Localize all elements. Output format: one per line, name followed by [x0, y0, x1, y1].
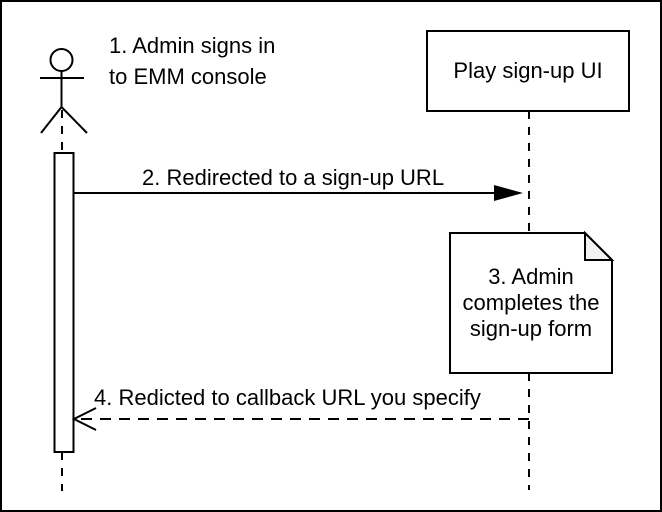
message-arrow-redirect — [73, 185, 523, 201]
actor-annotation: 1. Admin signs in to EMM console — [109, 30, 275, 92]
note-fold-corner — [584, 230, 615, 261]
note-label: 3. Admin completes the sign-up form — [450, 233, 612, 373]
participant-box — [426, 30, 630, 112]
activation-bar — [53, 152, 75, 453]
actor-head — [49, 48, 74, 72]
note-line: completes the — [462, 290, 600, 315]
actor-icon — [40, 48, 88, 134]
message-callback-label: 4. Redicted to callback URL you specify — [94, 385, 481, 410]
note-body — [449, 232, 613, 374]
note-line: 3. Admin — [488, 264, 574, 289]
participant-label: Play sign-up UI — [453, 57, 603, 83]
actor-left-leg — [40, 106, 63, 134]
actor-annotation-line2: to EMM console — [109, 64, 267, 89]
open-arrowhead-icon — [71, 407, 97, 431]
message-redirect-label: 2. Redirected to a sign-up URL — [142, 165, 445, 190]
note-shape — [449, 230, 615, 374]
message-arrow-callback — [71, 407, 529, 431]
actor-right-leg — [60, 106, 88, 134]
actor-annotation-line1: 1. Admin signs in — [109, 33, 276, 58]
note-line: sign-up form — [469, 316, 593, 341]
filled-arrowhead-icon — [494, 185, 523, 201]
